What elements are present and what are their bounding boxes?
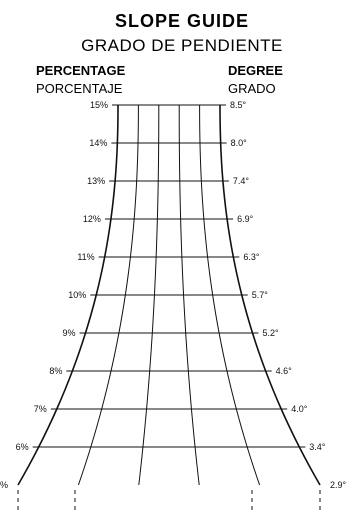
percent-tick-label: 15% bbox=[90, 100, 108, 110]
degree-tick-label: 4.0° bbox=[291, 404, 308, 414]
percent-tick-label: 9% bbox=[62, 328, 75, 338]
degree-tick-label: 6.9° bbox=[237, 214, 254, 224]
degree-tick-label: 5.2° bbox=[263, 328, 280, 338]
percent-tick-label: 5% bbox=[0, 480, 8, 490]
degree-tick-label: 8.0° bbox=[231, 138, 248, 148]
percent-tick-label: 7% bbox=[34, 404, 47, 414]
degree-heading: DEGREE bbox=[228, 63, 283, 78]
degree-tick-label: 4.6° bbox=[276, 366, 293, 376]
degree-tick-label: 8.5° bbox=[230, 100, 247, 110]
percentage-heading: PERCENTAGE bbox=[36, 63, 126, 78]
degree-subheading: GRADO bbox=[228, 81, 276, 96]
percent-tick-label: 10% bbox=[68, 290, 86, 300]
percent-tick-label: 14% bbox=[89, 138, 107, 148]
percentage-subheading: PORCENTAJE bbox=[36, 81, 123, 96]
guide-subtitle: GRADO DE PENDIENTE bbox=[81, 36, 283, 55]
degree-tick-label: 3.4° bbox=[309, 442, 326, 452]
percent-tick-label: 6% bbox=[16, 442, 29, 452]
percent-tick-label: 8% bbox=[49, 366, 62, 376]
degree-tick-label: 2.9° bbox=[330, 480, 347, 490]
percent-tick-label: 13% bbox=[87, 176, 105, 186]
percent-tick-label: 12% bbox=[83, 214, 101, 224]
slope-scale-labels: 15% 8.5° 14% 8.0° 13% 7.4° 12% 6.9° 11% 6.3° 10% 5.… bbox=[0, 100, 347, 490]
slope-grid bbox=[17, 104, 321, 512]
guide-title: SLOPE GUIDE bbox=[115, 11, 249, 31]
percent-tick-label: 11% bbox=[77, 252, 94, 262]
degree-tick-label: 5.7° bbox=[252, 290, 269, 300]
degree-tick-label: 6.3° bbox=[243, 252, 260, 262]
degree-tick-label: 7.4° bbox=[233, 176, 250, 186]
